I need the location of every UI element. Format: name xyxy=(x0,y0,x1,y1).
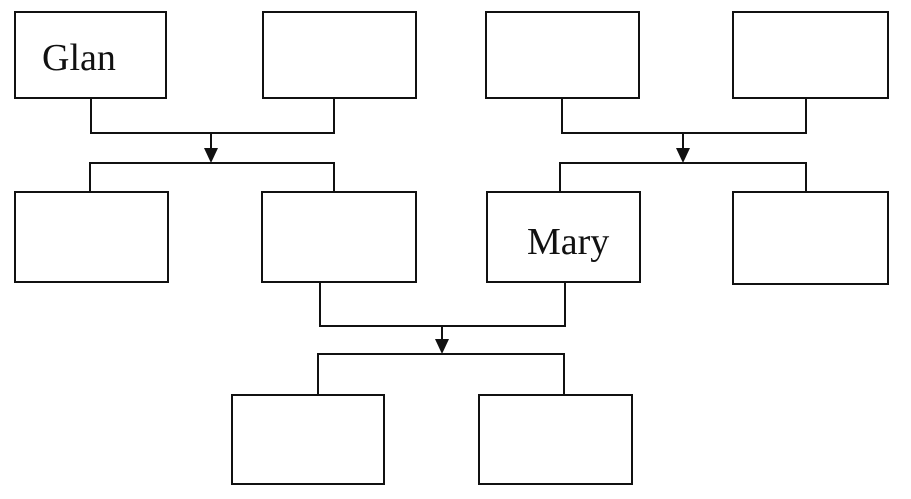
person-name-g2-right-1: Mary xyxy=(527,221,609,263)
connector-left-parents xyxy=(89,98,335,192)
person-box-g3-1 xyxy=(231,394,385,485)
person-box-g3-2 xyxy=(478,394,633,485)
person-box-g2-right-1: Mary xyxy=(486,191,641,283)
arrow-right-parents xyxy=(676,148,690,163)
person-box-g1-left-2 xyxy=(262,11,417,99)
connector-middle-parents xyxy=(317,282,566,395)
person-box-g1-left-1: Glan xyxy=(14,11,167,99)
person-box-g2-left-1 xyxy=(14,191,169,283)
person-box-g1-right-1 xyxy=(485,11,640,99)
connector-right-parents xyxy=(559,98,807,192)
arrow-middle-parents xyxy=(435,339,449,354)
arrow-left-parents xyxy=(204,148,218,163)
person-box-g2-left-2 xyxy=(261,191,417,283)
person-box-g1-right-2 xyxy=(732,11,889,99)
person-box-g2-right-2 xyxy=(732,191,889,285)
person-name-g1-left-1: Glan xyxy=(42,37,116,79)
